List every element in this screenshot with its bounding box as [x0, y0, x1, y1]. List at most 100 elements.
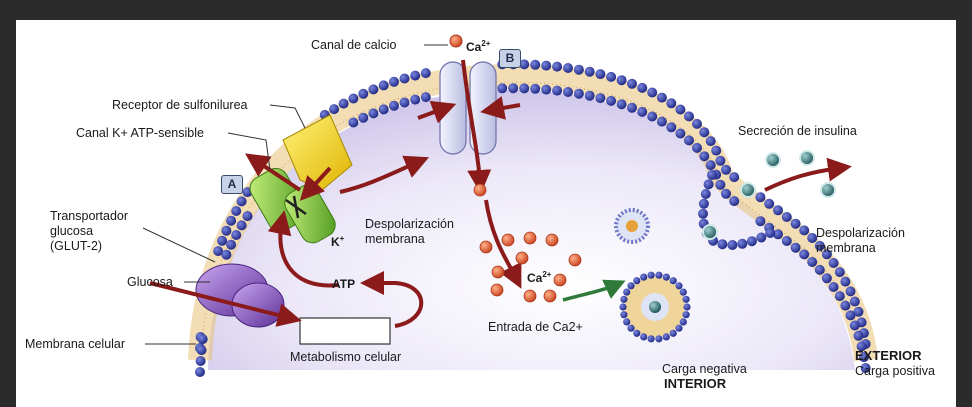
lipid-head	[675, 105, 685, 115]
positive-charge-label: Carga positiva	[855, 364, 935, 378]
lipid-head	[421, 68, 431, 78]
cell-membrane-label: Membrana celular	[25, 337, 125, 351]
lipid-head	[348, 94, 358, 104]
lipid-head	[815, 265, 825, 275]
lipid-head	[329, 104, 339, 114]
lipid-head	[692, 143, 702, 153]
lipid-head	[196, 356, 206, 366]
lipid-head	[197, 345, 207, 355]
lipid-head	[717, 239, 727, 249]
vesicle-lipid-head	[640, 333, 647, 340]
metabolism-box	[300, 318, 390, 344]
lipid-head	[737, 239, 747, 249]
vesicle-lipid-head	[623, 289, 630, 296]
lipid-head	[699, 199, 709, 209]
lipid-head	[339, 99, 349, 109]
lipid-head	[410, 95, 420, 105]
lipid-head	[221, 250, 231, 260]
lipid-head	[530, 60, 540, 70]
lipid-head	[237, 196, 247, 206]
lipid-head	[243, 211, 253, 221]
vesicle-lipid-head	[640, 274, 647, 281]
vesicle-lipid-head	[627, 325, 634, 332]
lipid-head	[585, 91, 595, 101]
lipid-head	[617, 99, 627, 109]
lipid-head	[854, 331, 864, 341]
lipid-head	[755, 192, 765, 202]
lipid-head	[791, 243, 801, 253]
insulin-vesicle-small	[616, 210, 648, 242]
lipid-head	[711, 146, 721, 156]
calcium-charge-top: 2+	[481, 39, 490, 48]
calcium-ion	[474, 184, 486, 196]
lipid-head	[410, 71, 420, 81]
lipid-head	[729, 196, 739, 206]
lipid-head	[835, 291, 845, 301]
vesicle-lipid-head	[633, 330, 640, 337]
lipid-head	[765, 228, 775, 238]
lipid-head	[617, 75, 627, 85]
lipid-head	[764, 199, 774, 209]
lipid-head	[389, 101, 399, 111]
calcium-channel-label: Canal de calcio	[311, 38, 396, 52]
vesicle-lipid-head	[648, 335, 655, 342]
vesicle-lipid-head	[680, 289, 687, 296]
vesicle-lipid-head	[619, 303, 626, 310]
lipid-head	[637, 83, 647, 93]
transporter-label-line3: (GLUT-2)	[50, 239, 102, 253]
calcium-entry-label: Entrada de Ca2+	[488, 320, 583, 334]
vesicle-lipid-head	[633, 277, 640, 284]
lipid-head	[195, 367, 205, 377]
lipid-head	[368, 84, 378, 94]
lipid-head	[840, 301, 850, 311]
lipid-head	[508, 83, 518, 93]
lipid-head	[358, 113, 368, 123]
lipid-head	[637, 107, 647, 117]
vesicle-lipid-head	[663, 333, 670, 340]
lipid-head	[782, 236, 792, 246]
vesicle-lipid-head	[623, 318, 630, 325]
lipid-head	[698, 209, 708, 219]
calcium-label-top: Ca	[466, 40, 481, 54]
lipid-head	[226, 216, 236, 226]
katp-channel-label: Canal K+ ATP-sensible	[76, 126, 204, 140]
calcium-ion	[554, 274, 566, 286]
lipid-head	[701, 189, 711, 199]
calcium-ion	[569, 254, 581, 266]
sulfonylurea-receptor-label: Receptor de sulfonilurea	[112, 98, 248, 112]
lipid-head	[231, 230, 241, 240]
negative-charge-label: Carga negativa	[662, 362, 747, 376]
lipid-head	[846, 310, 856, 320]
lipid-head	[574, 65, 584, 75]
lipid-head	[226, 240, 236, 250]
lipid-head	[727, 240, 737, 250]
lipid-head	[699, 127, 709, 137]
lipid-head	[552, 62, 562, 72]
vesicle-lipid-head	[648, 272, 655, 279]
lipid-head	[756, 233, 766, 243]
calcium-charge-mid: 2+	[542, 270, 551, 279]
vesicle-lipid-head	[663, 274, 670, 281]
exterior-label: EXTERIOR	[855, 349, 921, 363]
insulin-secretion-label: Secreción de insulina	[738, 124, 857, 138]
transporter-label-line2: glucosa	[50, 224, 93, 238]
lipid-head	[231, 206, 241, 216]
lipid-head	[657, 117, 667, 127]
lipid-head	[541, 85, 551, 95]
lipid-head	[715, 180, 725, 190]
vesicle-lipid-head	[655, 272, 662, 279]
lipid-head	[721, 165, 731, 175]
calcium-ion	[502, 234, 514, 246]
lipid-head	[692, 119, 702, 129]
lipid-head	[707, 170, 717, 180]
lipid-head	[627, 79, 637, 89]
lipid-head	[850, 321, 860, 331]
lipid-head	[799, 225, 809, 235]
lipid-head	[379, 104, 389, 114]
lipid-head	[850, 297, 860, 307]
lipid-head	[684, 135, 694, 145]
lipid-head	[358, 89, 368, 99]
vesicle-lipid-head	[683, 303, 690, 310]
